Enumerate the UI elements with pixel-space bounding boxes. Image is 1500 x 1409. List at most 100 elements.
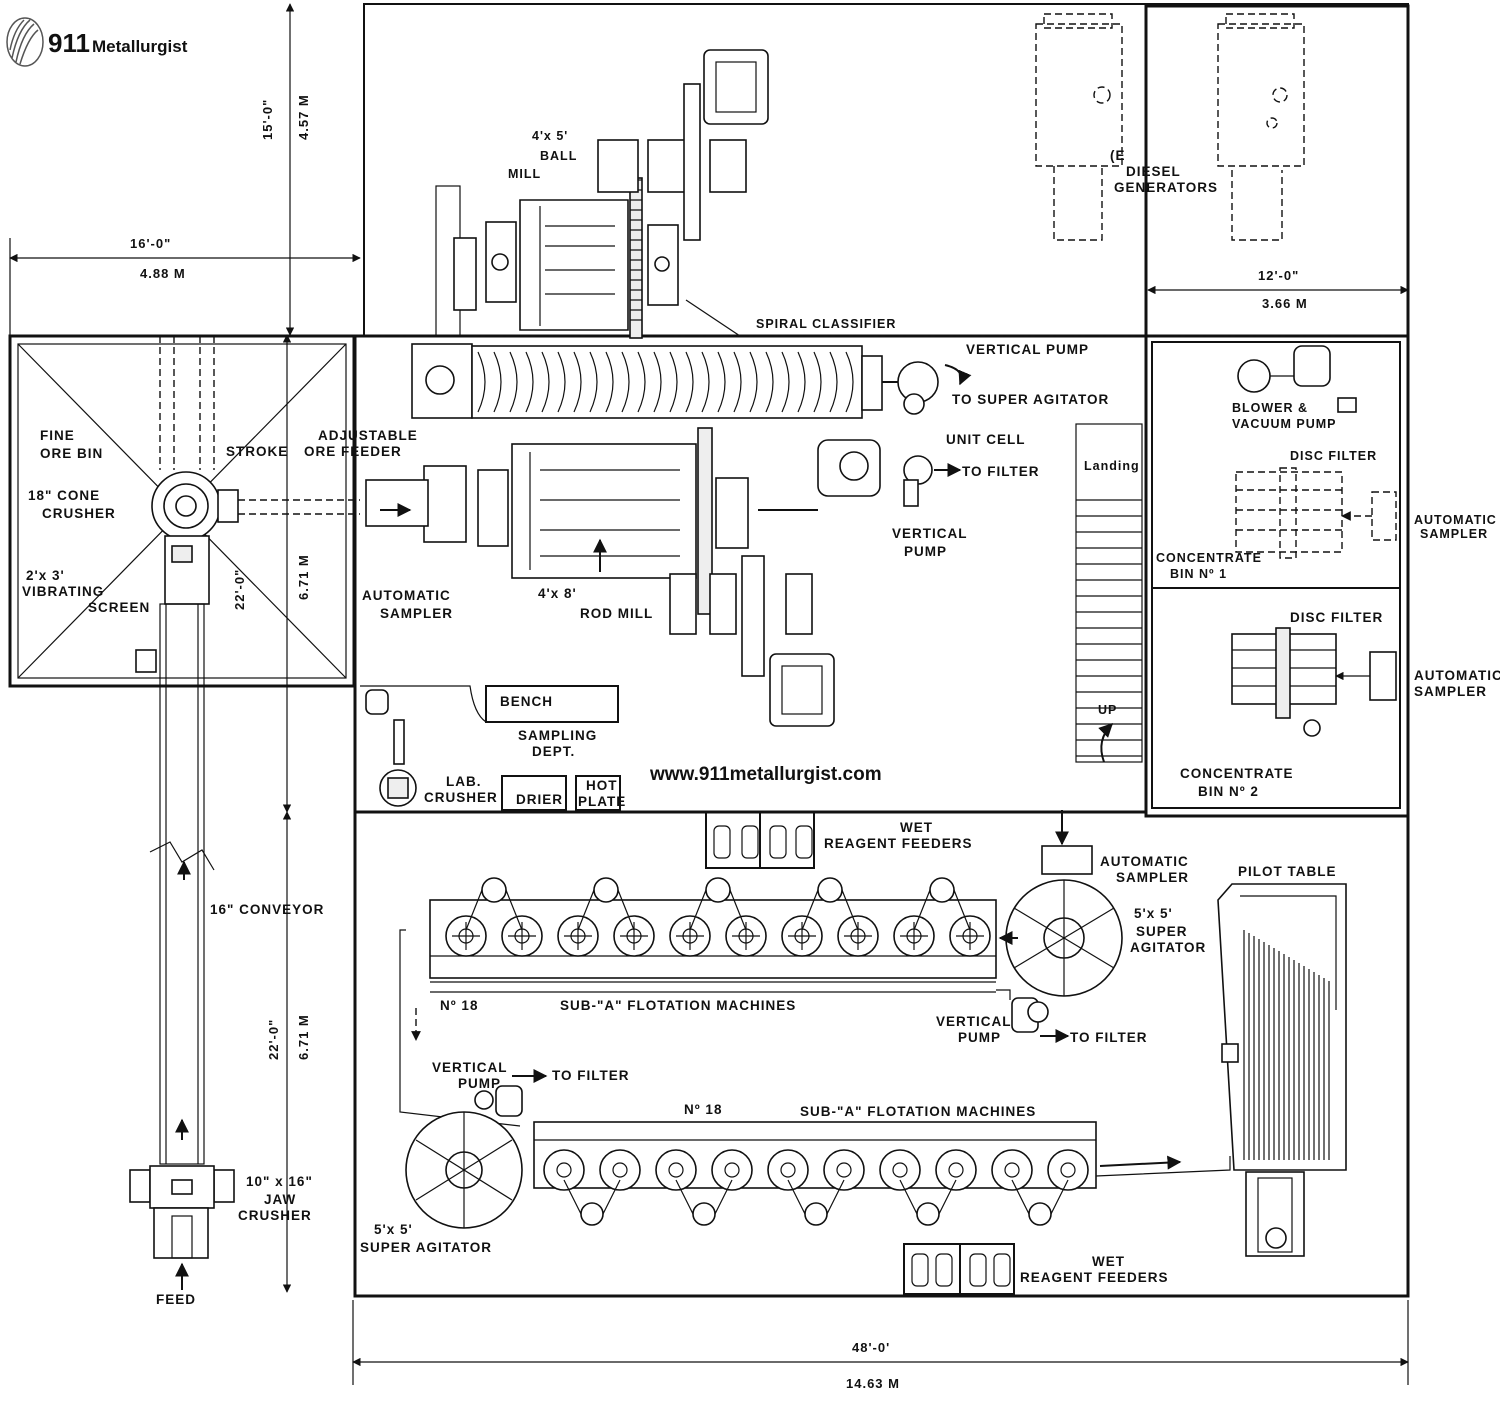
to-filter-4-label: TO FILTER bbox=[552, 1068, 630, 1083]
flotation-cell bbox=[935, 1149, 977, 1191]
agitator-2-label-1: 5'x 5' bbox=[374, 1222, 413, 1237]
rod-mill-size: 4'x 8' bbox=[538, 586, 577, 601]
flotation-2-label: SUB-"A" FLOTATION MACHINES bbox=[800, 1104, 1036, 1119]
vertical-pump-4-label-2: PUMP bbox=[458, 1076, 501, 1091]
dim-low-vert-ft: 22'-0" bbox=[266, 1019, 281, 1060]
pilot-table: PILOT TABLE bbox=[1217, 864, 1347, 1257]
to-super-agitator-label: TO SUPER AGITATOR bbox=[952, 392, 1109, 407]
fine-ore-bin-label-1: FINE bbox=[40, 428, 75, 443]
pilot-table-label: PILOT TABLE bbox=[1238, 864, 1337, 879]
flotation-motor bbox=[481, 877, 507, 903]
fine-ore-bin bbox=[8, 334, 356, 688]
dim-bottom-m: 14.63 M bbox=[846, 1376, 900, 1391]
up-label: UP bbox=[1098, 703, 1117, 717]
vertical-pump-top-label: VERTICAL PUMP bbox=[966, 342, 1089, 357]
unit-cell: UNIT CELL TO FILTER VERTICAL PUMP bbox=[817, 432, 1040, 559]
dim-right-top-m: 3.66 M bbox=[1262, 296, 1308, 311]
lab-crusher-label-1: LAB. bbox=[446, 774, 482, 789]
rod-mill: AUTOMATIC SAMPLER 4'x 8' ROD MILL bbox=[362, 427, 835, 727]
flotation-motor bbox=[916, 1202, 940, 1226]
dim-bottom-ft: 48'-0' bbox=[852, 1340, 890, 1355]
wet-reagent-feeders-2: WET REAGENT FEEDERS bbox=[903, 1243, 1169, 1295]
diesel-label-1: (E bbox=[1110, 148, 1126, 163]
feed-label: FEED bbox=[156, 1292, 196, 1307]
auto-sampler-r2-label-2: SAMPLER bbox=[1414, 684, 1487, 699]
diesel-label-3: GENERATORS bbox=[1114, 180, 1218, 195]
dim-low-vert-m: 6.71 M bbox=[296, 1014, 311, 1060]
lab-crusher-label-2: CRUSHER bbox=[424, 790, 498, 805]
auto-sampler-mid-label-1: AUTOMATIC bbox=[362, 588, 451, 603]
flotation-1-label: SUB-"A" FLOTATION MACHINES bbox=[560, 998, 796, 1013]
vertical-pump-2-label-2: PUMP bbox=[904, 544, 947, 559]
filter-room: BLOWER & VACUUM PUMP DISC FILTER AUTOMAT… bbox=[1110, 148, 1500, 799]
auto-sampler-r2-label-1: AUTOMATIC bbox=[1414, 668, 1500, 683]
vertical-pump-4-label-1: VERTICAL bbox=[432, 1060, 508, 1075]
dim-mid-vert-ft: 22'-0" bbox=[232, 569, 247, 610]
brand-name: Metallurgist bbox=[92, 37, 188, 56]
conveyor-label: 16" CONVEYOR bbox=[210, 902, 324, 917]
wet-reagent-1-label-1: WET bbox=[900, 820, 933, 835]
spiral-classifier-label: SPIRAL CLASSIFIER bbox=[756, 317, 896, 331]
wet-reagent-2-label-1: WET bbox=[1092, 1254, 1125, 1269]
diesel-label-2: DIESEL bbox=[1126, 164, 1181, 179]
vertical-pump-3-label-2: PUMP bbox=[958, 1030, 1001, 1045]
landing-label: Landing bbox=[1084, 459, 1140, 473]
diesel-generators bbox=[1035, 13, 1305, 241]
dim-top-vert-m: 4.57 M bbox=[296, 94, 311, 140]
conc-bin-2-label-2: BIN Nº 2 bbox=[1198, 784, 1259, 799]
spiral-classifier: SPIRAL CLASSIFIER VERTICAL PUMP TO SUPER… bbox=[411, 317, 1109, 419]
flotation-row-2: Nº 18 SUB-"A" FLOTATION MACHINES bbox=[533, 1102, 1231, 1226]
dim-top-left-m: 4.88 M bbox=[140, 266, 186, 281]
super-agitator-2: 5'x 5' SUPER AGITATOR bbox=[360, 929, 523, 1255]
conc-bin-1-label-2: BIN Nº 1 bbox=[1170, 567, 1227, 581]
auto-sampler-mid-label-2: SAMPLER bbox=[380, 606, 453, 621]
bench-label: BENCH bbox=[500, 694, 553, 709]
flotation-cell bbox=[1047, 1149, 1089, 1191]
conveyor: 16" CONVEYOR bbox=[149, 603, 324, 1165]
wet-reagent-feeders-1: WET REAGENT FEEDERS bbox=[705, 811, 973, 869]
flotation-cell bbox=[823, 1149, 865, 1191]
agitator-1-label-2: SUPER bbox=[1136, 924, 1188, 939]
stroke-label: STROKE bbox=[226, 444, 288, 459]
to-filter-1-label: TO FILTER bbox=[962, 464, 1040, 479]
hot-plate-label-2: PLATE bbox=[578, 794, 626, 809]
flotation-row-1: Nº 18 SUB-"A" FLOTATION MACHINES bbox=[429, 877, 997, 1013]
no18-1-label: Nº 18 bbox=[440, 998, 478, 1013]
flotation-cell bbox=[991, 1149, 1033, 1191]
super-agitator-1: AUTOMATIC SAMPLER 5'x 5' SUPER AGITATOR bbox=[998, 810, 1206, 997]
flotation-motor bbox=[929, 877, 955, 903]
vertical-pump-3: VERTICAL PUMP TO FILTER bbox=[936, 989, 1147, 1045]
drier-label: DRIER bbox=[516, 792, 563, 807]
vibrating-screen-label-1: 2'x 3' bbox=[26, 568, 65, 583]
jaw-crusher-size: 10" x 16" bbox=[246, 1174, 313, 1189]
dimension-lines: 16'-0" 4.88 M 15'-0" 4.57 M 12'-0" 3.66 … bbox=[9, 3, 1409, 1391]
conc-bin-1-label-1: CONCENTRATE bbox=[1156, 551, 1262, 565]
vibrating-screen-label-2: VIBRATING bbox=[22, 584, 104, 599]
auto-sampler-r1-label-1: AUTOMATIC bbox=[1414, 513, 1497, 527]
hot-plate-label-1: HOT bbox=[586, 778, 618, 793]
agitator-1-label-1: 5'x 5' bbox=[1134, 906, 1173, 921]
flotation-cell bbox=[711, 1149, 753, 1191]
jaw-crusher: 10" x 16" JAW CRUSHER FEED bbox=[129, 1165, 313, 1307]
cone-crusher-area: FINE ORE BIN 18" CONE CRUSHER STROKE ADJ… bbox=[22, 336, 418, 673]
vertical-pump-2-label-1: VERTICAL bbox=[892, 526, 968, 541]
agitator-1-label-3: AGITATOR bbox=[1130, 940, 1206, 955]
no18-2-label: Nº 18 bbox=[684, 1102, 722, 1117]
ball-mill: 4'x 5' BALL MILL bbox=[435, 49, 769, 339]
wet-reagent-2-label-2: REAGENT FEEDERS bbox=[1020, 1270, 1169, 1285]
unit-cell-label: UNIT CELL bbox=[946, 432, 1026, 447]
dim-top-vert-ft: 15'-0" bbox=[260, 99, 275, 140]
site-url: www.911metallurgist.com bbox=[649, 764, 882, 785]
adjustable-feeder-label-1: ADJUSTABLE bbox=[318, 428, 418, 443]
wet-reagent-1-label-2: REAGENT FEEDERS bbox=[824, 836, 973, 851]
rod-mill-label: ROD MILL bbox=[580, 606, 653, 621]
brand-number: 911 bbox=[48, 28, 90, 58]
flotation-motor bbox=[692, 1202, 716, 1226]
auto-sampler-r1-label-2: SAMPLER bbox=[1420, 527, 1488, 541]
disc-filter-1-label: DISC FILTER bbox=[1290, 449, 1377, 463]
dim-mid-vert-m: 6.71 M bbox=[296, 554, 311, 600]
cone-crusher-label-2: CRUSHER bbox=[42, 506, 116, 521]
auto-sampler-low-label-2: SAMPLER bbox=[1116, 870, 1189, 885]
